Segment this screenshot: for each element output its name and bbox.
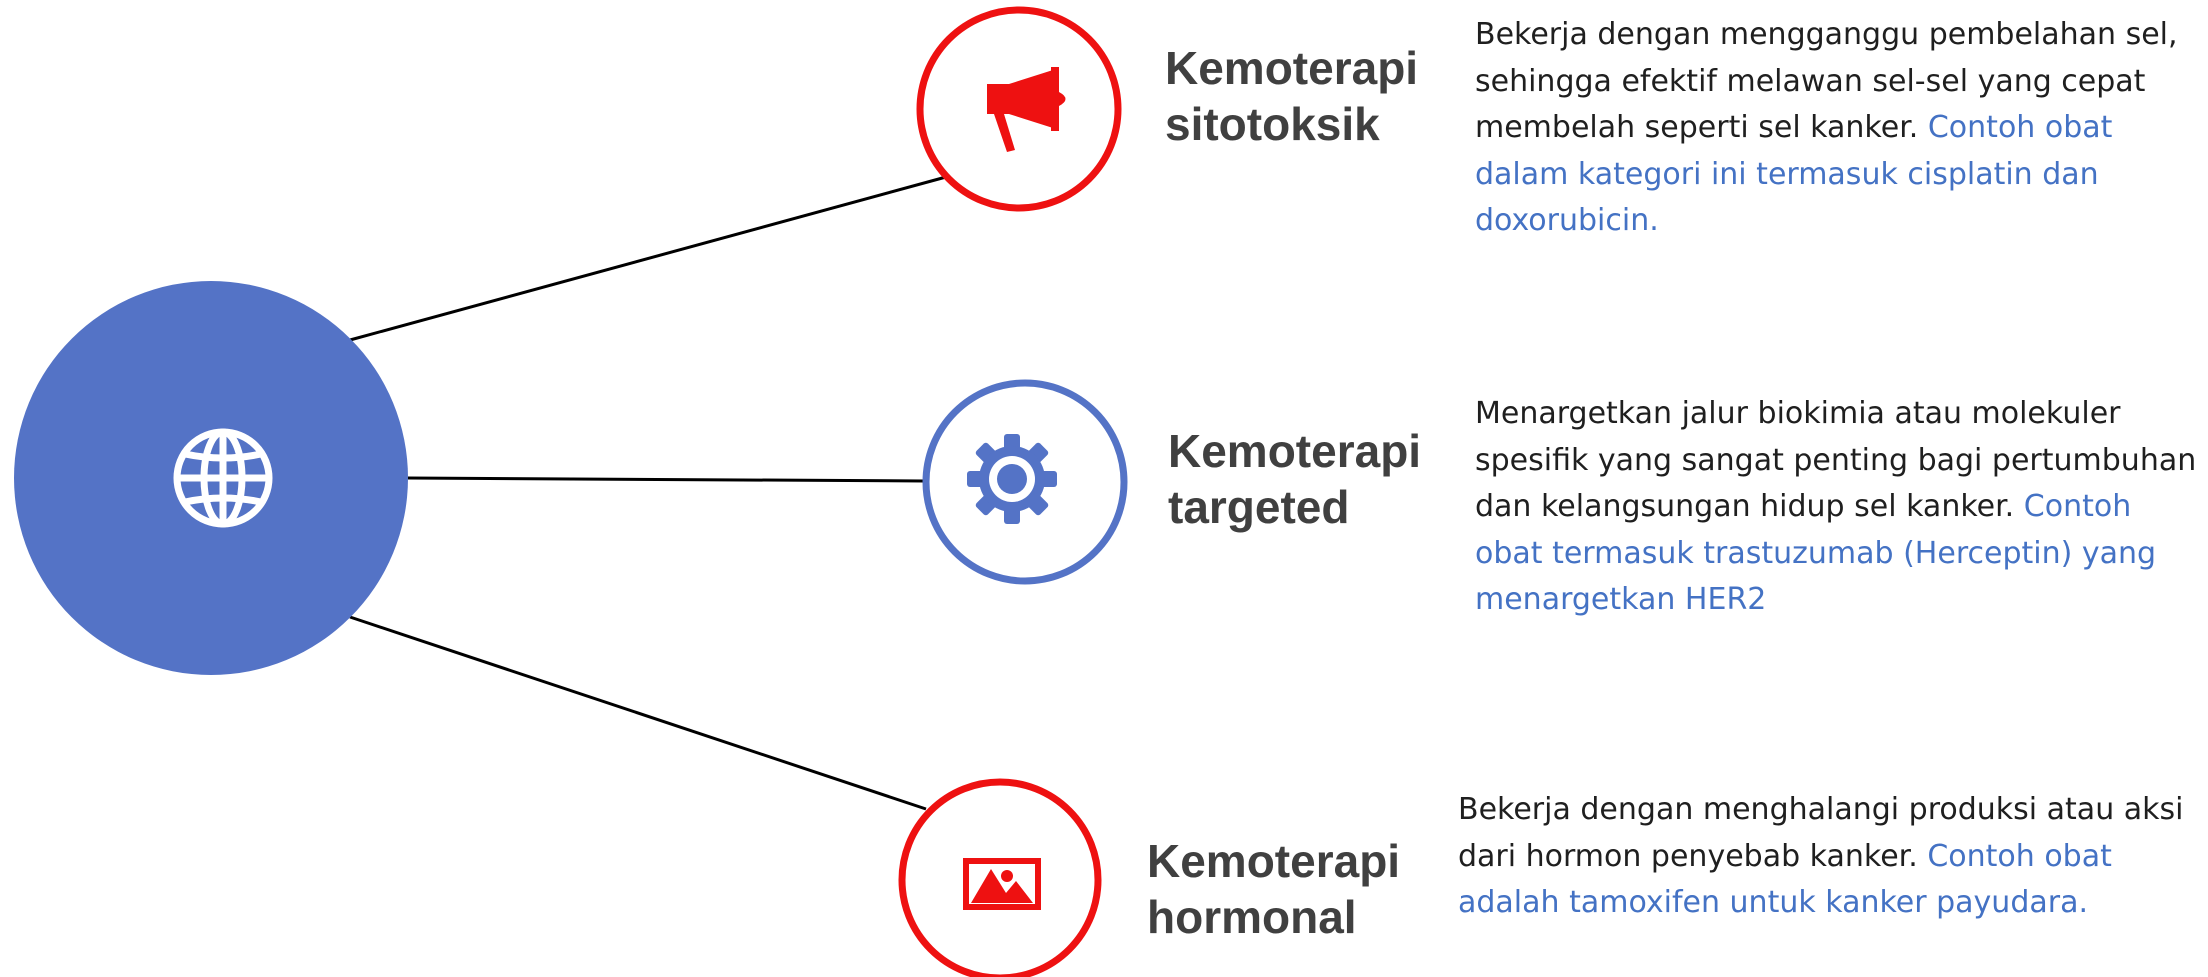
title-line-2: hormonal: [1147, 891, 1357, 944]
example-text: Contoh obat adalah tamoxifen untuk kanke…: [1458, 838, 2112, 921]
description-text: Bekerja dengan mengganggu pembelahan sel…: [1475, 17, 2178, 145]
gear-icon: [967, 434, 1057, 524]
title-line-1: Kemoterapi: [1147, 835, 1401, 887]
description-targeted: Menargetkan jalur biokimia atau molekule…: [1475, 391, 2205, 624]
title-line-2: targeted: [1168, 481, 1350, 534]
title-line-2: sitotoksik: [1165, 98, 1380, 151]
connector-line-3: [349, 615, 927, 811]
description-text: Menargetkan jalur biokimia atau molekule…: [1475, 396, 2197, 524]
example-text: Contoh obat termasuk trastuzumab (Hercep…: [1475, 489, 2157, 617]
title-sitotoksik: Kemoterapi sitotoksik: [1165, 40, 1418, 152]
description-text: Bekerja dengan menghalangi produksi atau…: [1458, 792, 2184, 874]
connector-line-1: [349, 175, 947, 342]
title-targeted: Kemoterapi targeted: [1168, 423, 1421, 535]
example-text: Contoh obat dalam kategori ini termasuk …: [1475, 110, 2113, 238]
megaphone-icon: [987, 67, 1066, 152]
image-icon: [963, 858, 1041, 910]
description-hormonal: Bekerja dengan menghalangi produksi atau…: [1458, 787, 2198, 927]
description-sitotoksik: Bekerja dengan mengganggu pembelahan sel…: [1475, 12, 2195, 245]
title-line-1: Kemoterapi: [1165, 42, 1419, 94]
title-hormonal: Kemoterapi hormonal: [1147, 833, 1400, 945]
connector-line-2: [407, 476, 925, 483]
globe-icon: [173, 428, 273, 528]
title-line-1: Kemoterapi: [1168, 425, 1422, 477]
